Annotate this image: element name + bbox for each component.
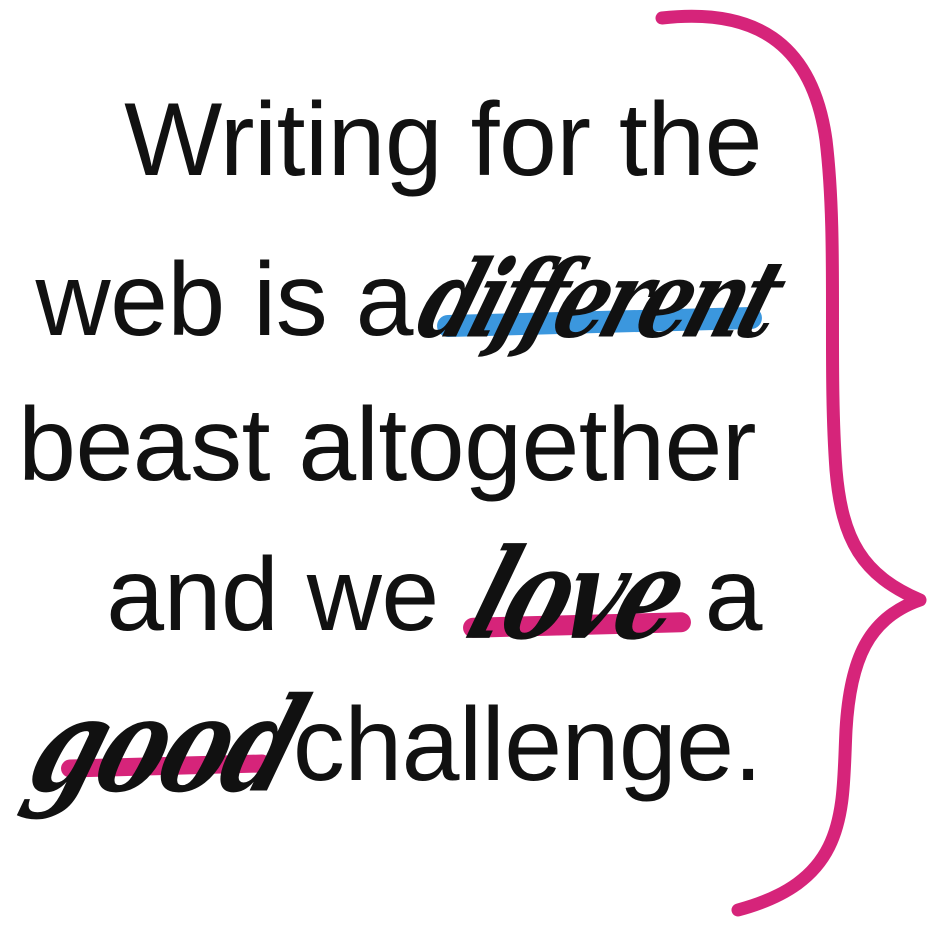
quote-line-4: and we love a xyxy=(106,520,762,670)
script-word-love: love xyxy=(452,520,702,668)
quote-line-1: Writing for the xyxy=(124,65,762,215)
quote-line-2: web is a different xyxy=(35,225,795,375)
script-word-different: different xyxy=(404,237,795,363)
quote-line-3: beast altogether xyxy=(18,370,756,520)
quote-line-3-text: beast altogether xyxy=(18,387,756,503)
quote-line-4-text-before: and we xyxy=(106,537,439,653)
quote-line-2-text: web is a xyxy=(35,242,413,358)
quote-line-1-text: Writing for the xyxy=(124,82,762,198)
highlighted-word-different: different xyxy=(404,225,795,375)
highlighted-word-love: love xyxy=(452,520,701,670)
quote-line-4-text-after: a xyxy=(704,537,763,653)
highlighted-word-good: good xyxy=(12,668,319,821)
quote-line-5-text-after: challenge. xyxy=(292,687,763,803)
quote-line-5: good challenge. xyxy=(12,668,763,821)
script-word-good: good xyxy=(12,668,320,822)
